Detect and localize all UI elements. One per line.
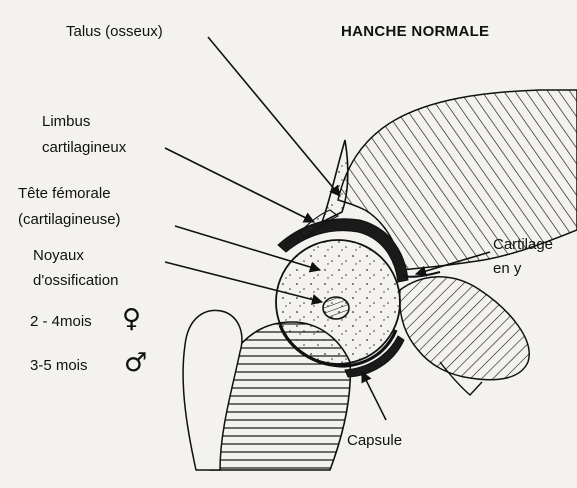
label-tete-line1: Tête fémorale <box>18 184 111 203</box>
label-cartilage-line2: en y <box>493 259 521 278</box>
arrow-limbus <box>165 148 314 222</box>
arrow-talus <box>208 37 340 196</box>
female-symbol-icon: ♀ <box>122 306 141 332</box>
diagram-title: HANCHE NORMALE <box>341 22 489 41</box>
label-age-female: 2 - 4mois <box>30 312 92 331</box>
label-noyaux-line1: Noyaux <box>33 246 84 265</box>
label-cartilage-line1: Cartilage <box>493 235 553 254</box>
label-noyaux-line2: d'ossification <box>33 271 118 290</box>
label-tete-line2: (cartilagineuse) <box>18 210 121 229</box>
label-limbus-line2: cartilagineux <box>42 138 126 157</box>
talus-spike <box>322 140 348 222</box>
arrow-capsule <box>362 372 386 420</box>
label-age-male: 3-5 mois <box>30 356 88 375</box>
label-limbus-line1: Limbus <box>42 112 90 131</box>
label-talus: Talus (osseux) <box>66 22 163 41</box>
male-symbol-icon: ♂ <box>124 350 147 376</box>
ossification-nucleus <box>323 297 349 319</box>
label-capsule: Capsule <box>347 431 402 450</box>
pubic-bone <box>400 277 530 380</box>
